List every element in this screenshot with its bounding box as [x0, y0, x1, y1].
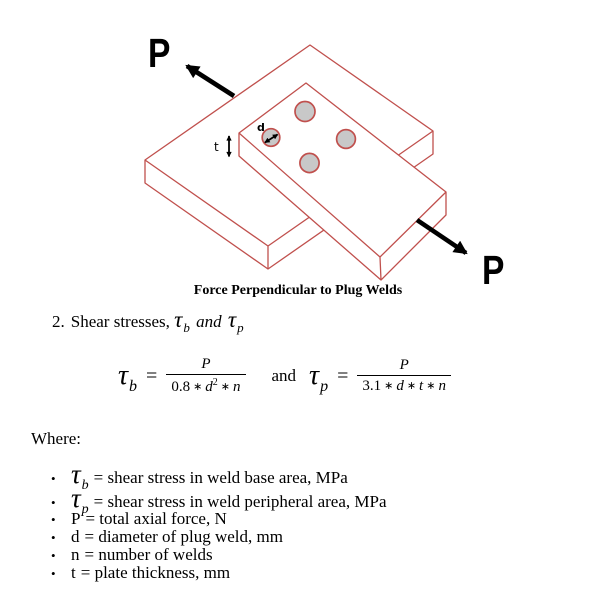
- definition-text: = number of welds: [84, 545, 213, 564]
- force-label-bottom: P: [482, 247, 504, 293]
- top-plate-edges: [238, 132, 447, 281]
- definition-text: = total axial force, N: [85, 509, 227, 528]
- tau-b-symbol: τb: [174, 307, 190, 335]
- top-plate-silhouette: [238, 82, 447, 281]
- definition-text: = diameter of plug weld, mm: [84, 527, 283, 546]
- section-item-heading: 2. Shear stresses, τb and τp: [52, 307, 244, 335]
- diameter-arrow: [264, 133, 279, 144]
- plug-weld-figure: d t P P: [144, 30, 504, 293]
- bullet-dot: •: [51, 566, 56, 581]
- diameter-label: d: [257, 121, 265, 134]
- equals-sign: =: [146, 364, 158, 387]
- symbol: t: [71, 563, 76, 582]
- tau-b-symbol: τb: [71, 459, 89, 494]
- definition-P: • P = total axial force, N: [51, 510, 227, 528]
- plug-weld-top: [294, 100, 316, 123]
- definitions-list: • τb = shear stress in weld base area, M…: [51, 461, 581, 591]
- bullet-dot: •: [51, 471, 56, 486]
- where-label: Where:: [31, 429, 82, 448]
- definition-n: • n = number of welds: [51, 546, 213, 564]
- item-text: Shear stresses,: [70, 312, 170, 331]
- definition-text: = shear stress in weld base area, MPa: [93, 468, 348, 487]
- tau-p-fraction: P 3.1∗d∗t∗n: [357, 357, 451, 395]
- denominator: 0.8∗d2∗n: [166, 373, 246, 396]
- force-arrow-up-left: [185, 64, 236, 98]
- symbol: d: [71, 527, 80, 546]
- definition-text: = shear stress in weld peripheral area, …: [93, 492, 387, 511]
- numerator: P: [399, 357, 409, 374]
- tau-p-lhs: τp: [309, 360, 329, 396]
- symbol: n: [71, 545, 80, 564]
- shear-stress-formulas: τb = P 0.8∗d2∗n and τp = P 3.1∗d∗t∗n: [118, 353, 451, 399]
- symbol: P: [71, 509, 81, 528]
- thickness-label: t: [214, 140, 219, 154]
- item-number: 2.: [52, 312, 65, 331]
- tau-p-symbol: τp: [71, 483, 89, 518]
- numerator: P: [201, 356, 211, 373]
- denominator: 3.1∗d∗t∗n: [357, 374, 451, 395]
- plug-weld-right: [335, 128, 357, 150]
- force-arrow-down-right: [415, 218, 468, 255]
- definition-tau-b: • τb = shear stress in weld base area, M…: [51, 459, 348, 494]
- definition-t: • t = plate thickness, mm: [51, 564, 230, 582]
- definition-text: = plate thickness, mm: [80, 563, 231, 582]
- bullet-dot: •: [51, 548, 56, 563]
- top-plate: [238, 82, 447, 281]
- connector-and: and: [271, 366, 297, 385]
- definition-d: • d = diameter of plug weld, mm: [51, 528, 283, 546]
- tau-b-fraction: P 0.8∗d2∗n: [166, 356, 246, 396]
- figure-caption: Force Perpendicular to Plug Welds: [193, 283, 403, 298]
- and-word: and: [196, 312, 222, 331]
- definition-tau-p: • τp = shear stress in weld peripheral a…: [51, 483, 387, 518]
- bullet-dot: •: [51, 495, 56, 510]
- force-label-top: P: [148, 30, 170, 76]
- tau-p-symbol: τp: [227, 307, 244, 335]
- bullet-dot: •: [51, 512, 56, 527]
- tau-b-lhs: τb: [118, 360, 138, 396]
- equals-sign: =: [337, 364, 349, 387]
- bullet-dot: •: [51, 530, 56, 545]
- plug-weld-bottom: [299, 152, 320, 174]
